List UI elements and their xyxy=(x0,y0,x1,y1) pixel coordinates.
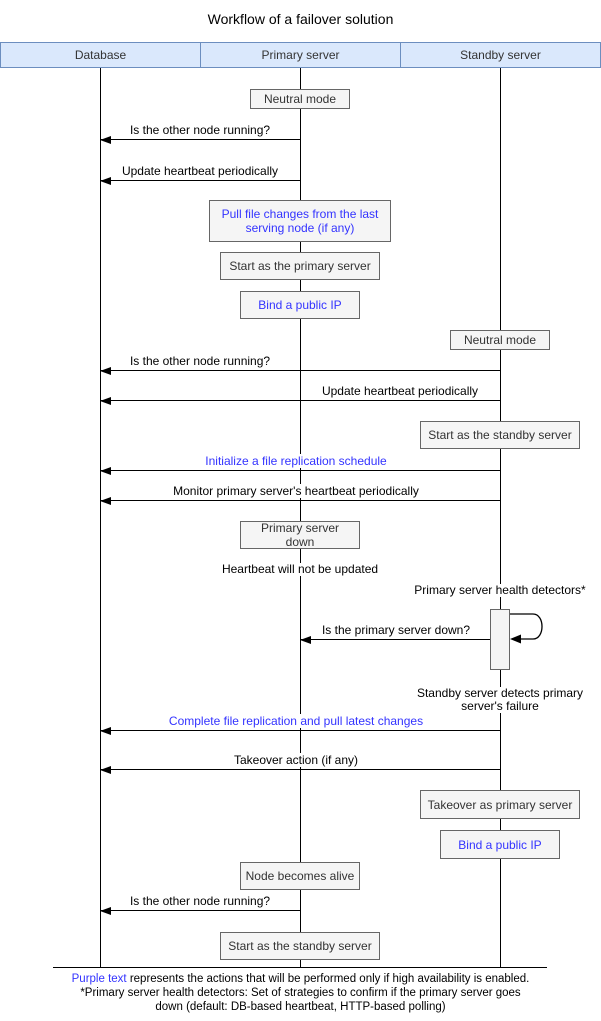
activity-box: Start as the primary server xyxy=(220,252,380,280)
arrowhead-left-icon xyxy=(100,467,111,475)
message-label: Is the other node running? xyxy=(127,354,273,368)
message-arrow-line xyxy=(100,139,300,140)
arrowhead-left-icon xyxy=(300,636,311,644)
arrowhead-left-icon xyxy=(100,397,111,405)
message-arrow-line xyxy=(100,910,300,911)
arrowhead-left-icon xyxy=(100,766,111,774)
message-arrow-line xyxy=(100,370,500,371)
activity-box: Start as the standby server xyxy=(220,932,380,960)
activity-box: Start as the standby server xyxy=(420,421,580,449)
message-label: Update heartbeat periodically xyxy=(319,384,481,398)
arrowhead-left-icon xyxy=(100,497,111,505)
message-label: Takeover action (if any) xyxy=(231,753,361,767)
self-loop-arrow xyxy=(510,613,543,644)
activation-bar xyxy=(490,609,510,670)
message-label: Monitor primary server's heartbeat perio… xyxy=(171,484,421,498)
diagram-title: Workflow of a failover solution xyxy=(207,11,394,27)
footer-note-1-rest: represents the actions that will be perf… xyxy=(126,973,530,985)
activity-box: Node becomes alive xyxy=(240,862,360,890)
arrowhead-left-icon xyxy=(100,177,111,185)
message-label: Update heartbeat periodically xyxy=(119,164,281,178)
footer-note-1-highlight: Purple text xyxy=(71,973,127,985)
message-arrow-line xyxy=(100,400,500,401)
message-arrow-line xyxy=(100,500,500,501)
message-arrow-line xyxy=(100,730,500,731)
lifeline-standby-server xyxy=(500,68,501,968)
activity-box: Bind a public IP xyxy=(440,830,560,859)
footer-note-2: *Primary server health detectors: Set of… xyxy=(80,987,521,999)
diagram-end-line xyxy=(53,967,547,968)
activity-box: Neutral mode xyxy=(450,330,550,350)
lifeline-database xyxy=(100,68,101,968)
arrowhead-left-icon xyxy=(100,136,111,144)
activity-box: Takeover as primary server xyxy=(420,790,580,819)
arrowhead-left-icon xyxy=(100,367,111,375)
actor-header-standby-server: Standby server xyxy=(400,43,600,67)
message-label: Is the primary server down? xyxy=(319,623,473,637)
message-label: Complete file replication and pull lates… xyxy=(166,714,426,728)
message-arrow-line xyxy=(100,470,500,471)
actor-header-primary-server: Primary server xyxy=(200,43,400,67)
message-label: Is the other node running? xyxy=(127,123,273,137)
footer-note-1: Purple text represents the actions that … xyxy=(0,972,601,986)
arrowhead-left-icon xyxy=(100,727,111,735)
message-label: Is the other node running? xyxy=(127,894,273,908)
actor-header-bar: Database Primary server Standby server xyxy=(0,42,601,68)
message-arrow-line xyxy=(300,639,490,640)
note-health-detectors: Primary server health detectors* xyxy=(414,583,586,597)
message-label: Initialize a file replication schedule xyxy=(203,454,389,468)
lifeline-primary-server xyxy=(300,68,301,968)
activity-box: Primary server down xyxy=(240,521,360,549)
activity-box: Neutral mode xyxy=(250,89,350,109)
message-arrow-line xyxy=(100,769,500,770)
footer-notes: Purple text represents the actions that … xyxy=(0,972,601,1014)
arrowhead-left-icon xyxy=(100,907,111,915)
note-heartbeat-not-updated: Heartbeat will not be updated xyxy=(221,562,379,576)
message-arrow-line xyxy=(100,180,300,181)
activity-box: Bind a public IP xyxy=(240,291,360,319)
activity-box: Pull file changes from the last serving … xyxy=(209,200,391,242)
note-standby-detects-failure: Standby server detects primary server's … xyxy=(410,687,590,713)
actor-header-database: Database xyxy=(74,48,127,62)
footer-note-3: down (default: DB-based heartbeat, HTTP-… xyxy=(155,1001,446,1013)
